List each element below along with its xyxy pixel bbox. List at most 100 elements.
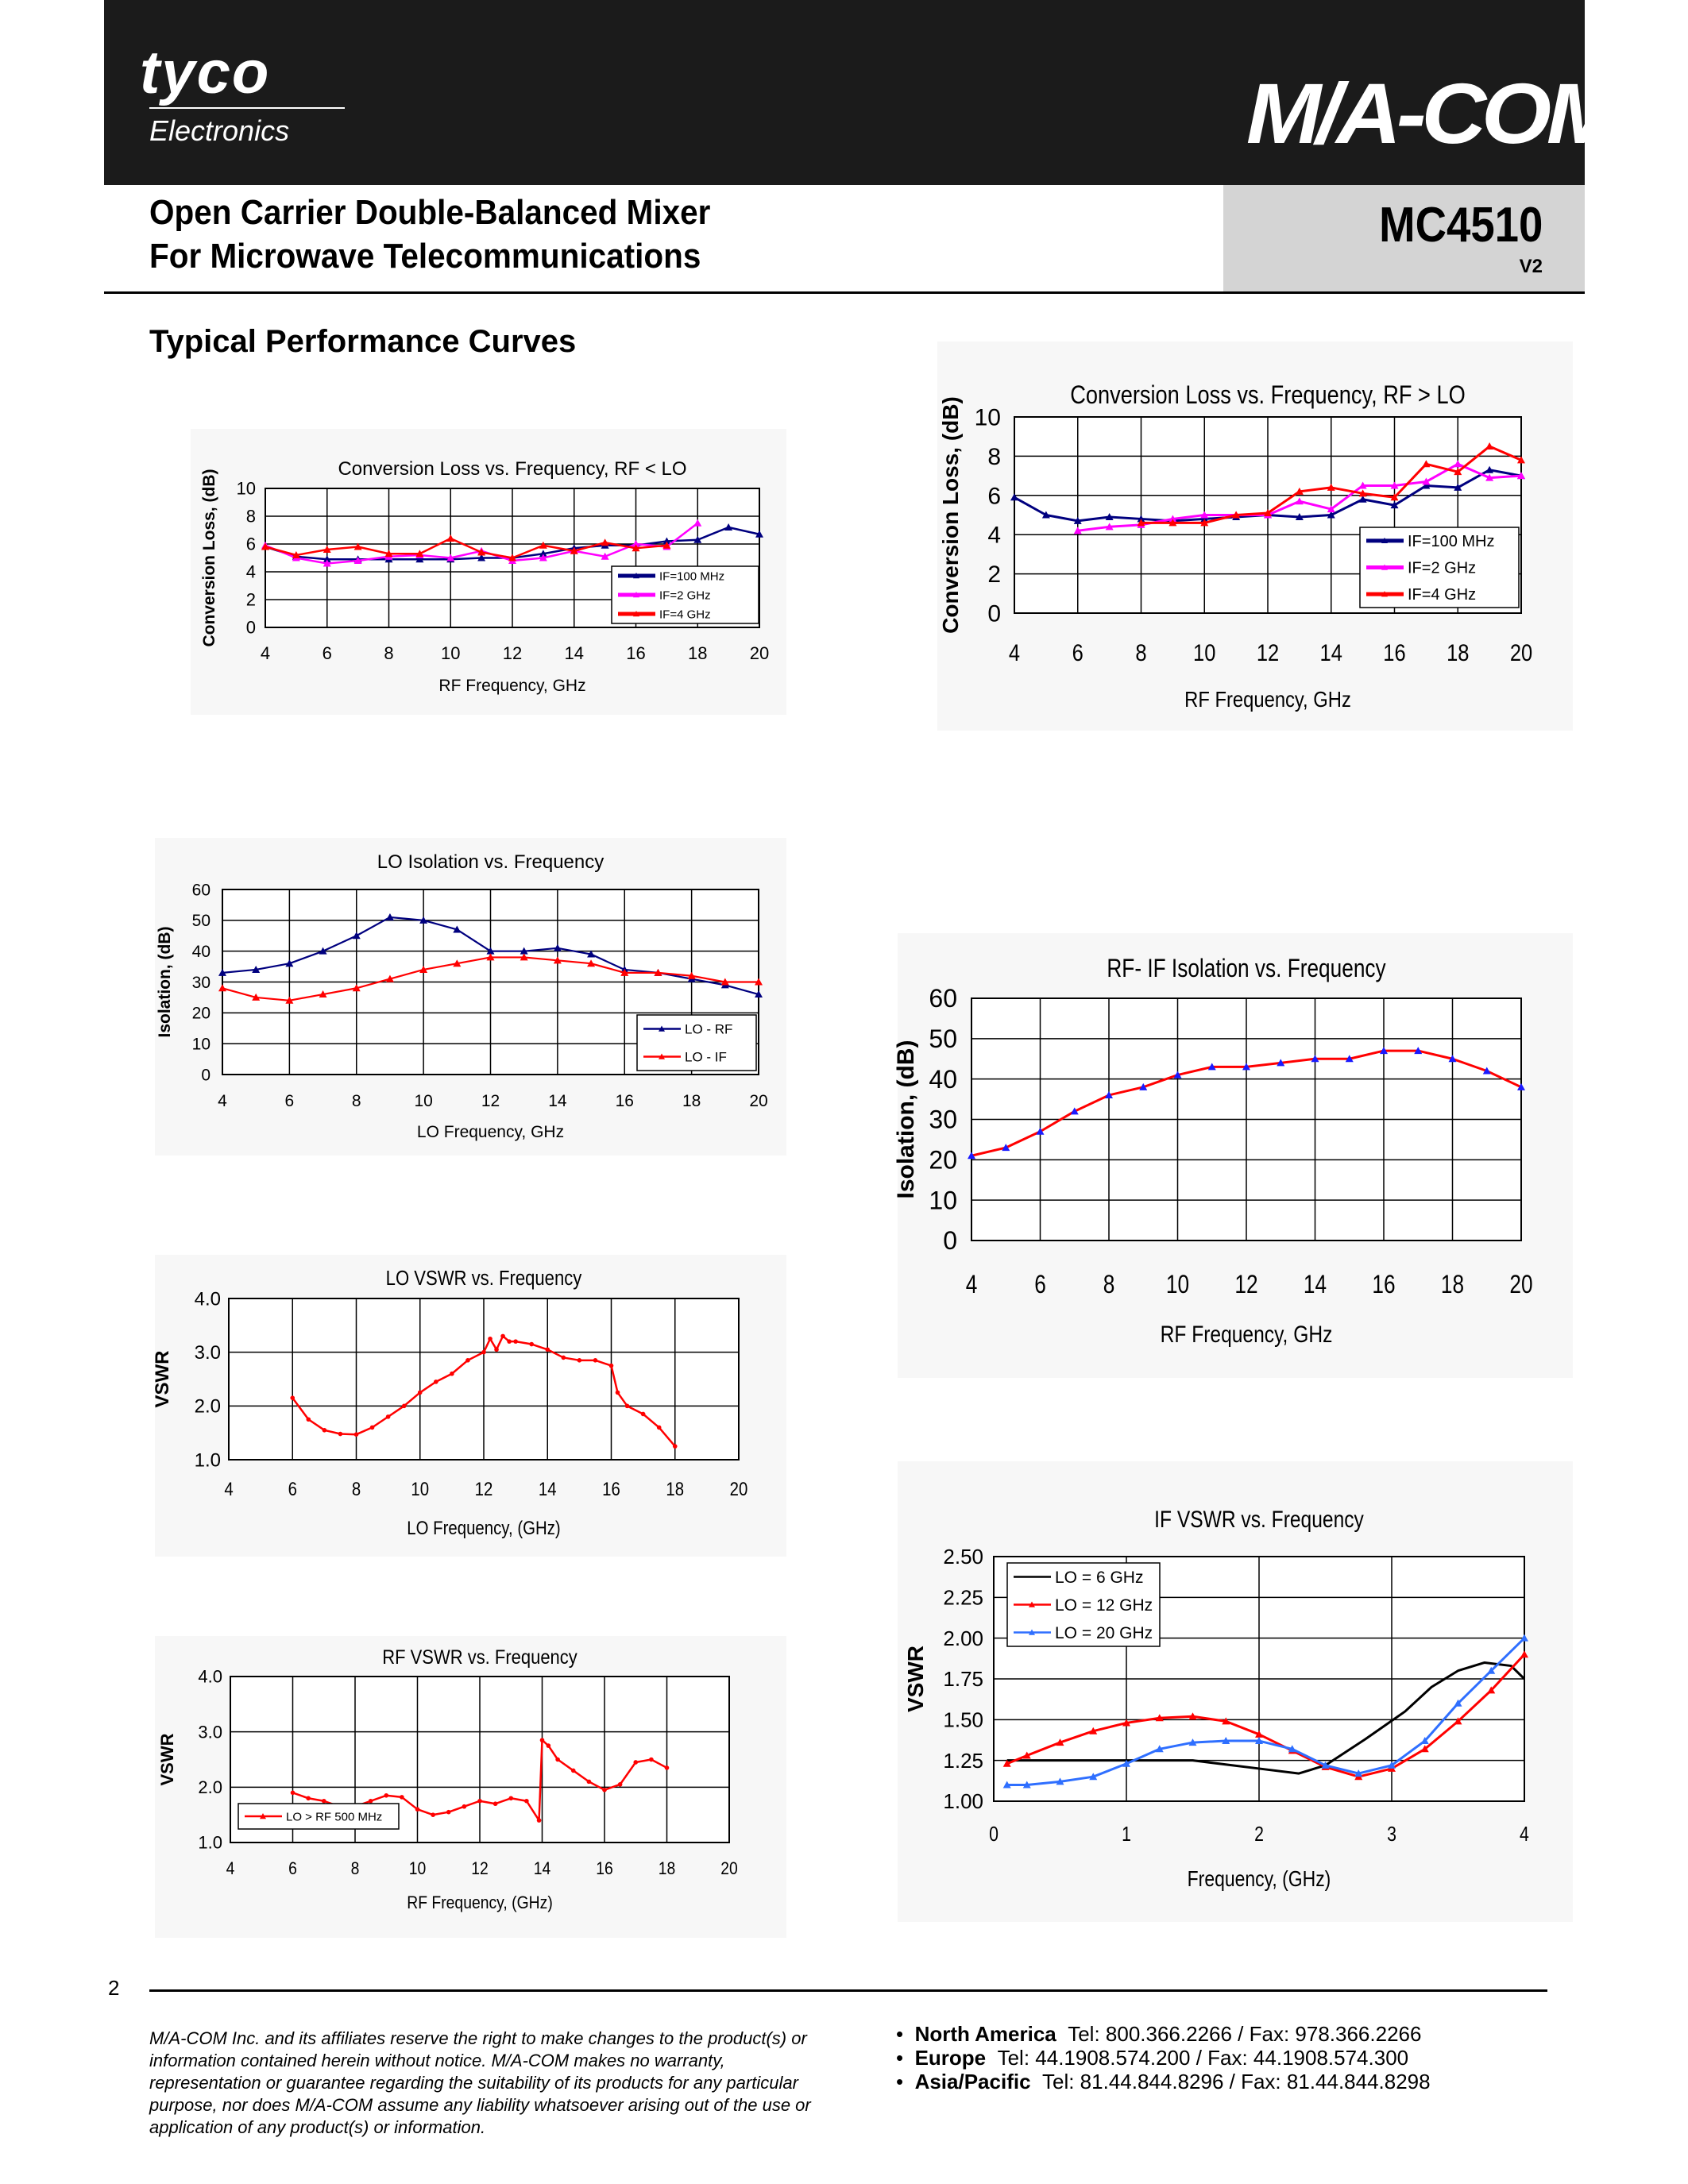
x-tick-label: 1 [1122,1823,1131,1846]
data-point [693,535,702,543]
x-tick-label: 12 [1234,1271,1257,1299]
y-tick-label: 3.0 [198,1722,222,1742]
y-tick-label: 1.0 [195,1449,221,1471]
data-point [601,538,609,546]
data-point [1089,1773,1098,1781]
data-point [477,1798,482,1804]
x-tick-label: 12 [475,1478,493,1499]
data-point [546,1743,551,1748]
contact-details: Tel: 44.1908.574.200 / Fax: 44.1908.574.… [997,2046,1409,2070]
data-point [1070,1107,1079,1115]
data-point [1327,483,1335,491]
y-tick-label: 1.50 [943,1707,983,1731]
y-tick-label: 0 [987,601,1001,627]
y-tick-label: 0 [943,1226,957,1255]
data-point [1137,519,1145,527]
data-point [1422,460,1431,468]
data-point [1454,1699,1462,1707]
data-point [1454,460,1462,468]
data-point [1390,493,1399,501]
x-tick-label: 20 [750,643,769,663]
data-point [640,1411,646,1417]
data-point [465,1358,470,1363]
x-tick-label: 10 [1193,639,1215,666]
data-point [1295,487,1304,495]
data-point [385,1414,391,1419]
y-tick-label: 1.75 [943,1667,983,1691]
data-point [570,1768,576,1773]
data-point [1454,1717,1462,1725]
data-point [446,534,455,542]
x-tick-label: 12 [503,643,522,663]
data-point [368,1798,373,1804]
data-point [1155,1714,1164,1722]
data-point [419,916,428,924]
logo-divider [149,107,345,109]
data-point [1056,1738,1064,1746]
y-axis-label: VSWR [152,1351,173,1408]
x-tick-label: 20 [1510,639,1532,666]
data-point [417,1390,423,1395]
data-point [1155,1745,1164,1753]
data-point [1122,1719,1130,1727]
data-point [415,1807,420,1812]
data-point [539,541,547,549]
x-axis-label: RF Frequency, GHz [1184,686,1351,712]
data-point [529,1341,534,1347]
x-axis-label: Frequency, (GHz) [1188,1867,1331,1892]
y-tick-label: 4 [987,523,1001,549]
data-point [633,1760,639,1765]
y-tick-label: 10 [929,1186,957,1214]
legend-label: LO = 6 GHz [1055,1569,1143,1587]
data-point [352,984,361,992]
y-tick-label: 40 [929,1065,957,1094]
x-tick-label: 20 [1509,1271,1532,1299]
y-axis-label: Isolation, (dB) [156,927,174,1038]
data-point [1327,505,1335,513]
y-tick-label: 50 [192,912,211,930]
contact-north-america: • North America Tel: 800.366.2266 / Fax:… [896,2022,1421,2047]
data-point [292,551,300,558]
data-point [687,971,696,979]
data-point [520,953,528,961]
legend-marker [1381,591,1388,597]
x-tick-label: 12 [1257,639,1279,666]
data-point [1242,1063,1250,1071]
x-tick-label: 8 [352,1478,361,1499]
x-tick-label: 10 [1166,1271,1189,1299]
data-point [1137,515,1145,523]
data-point [587,950,596,958]
data-point [1255,1737,1263,1745]
data-point [1487,1666,1496,1674]
data-point [218,968,226,976]
data-point [434,1379,438,1384]
data-point [755,530,763,538]
data-point [1520,1634,1528,1642]
section-title: Typical Performance Curves [149,324,577,359]
data-point [1487,1686,1496,1694]
x-tick-label: 14 [539,1478,557,1499]
y-tick-label: 20 [192,1005,211,1023]
x-axis-label: RF Frequency, GHz [1161,1321,1333,1348]
data-point [524,1798,529,1804]
footer-divider [149,1989,1547,1992]
x-tick-label: 4 [261,643,270,663]
x-tick-label: 10 [414,1092,432,1110]
contact-region: North America [914,2022,1056,2046]
y-tick-label: 4.0 [195,1288,221,1310]
x-tick-label: 4 [1009,639,1020,666]
data-point [1200,519,1209,527]
x-tick-label: 16 [602,1478,620,1499]
data-point [693,519,702,527]
data-point [672,1444,678,1449]
y-tick-label: 4.0 [198,1667,222,1687]
data-point [1041,511,1050,519]
data-point [664,1765,670,1770]
data-point [1295,512,1304,520]
y-tick-label: 1.00 [943,1789,983,1813]
y-tick-label: 30 [192,974,211,992]
x-tick-label: 10 [409,1859,427,1878]
data-point [415,550,424,558]
legend-marker [633,611,639,617]
